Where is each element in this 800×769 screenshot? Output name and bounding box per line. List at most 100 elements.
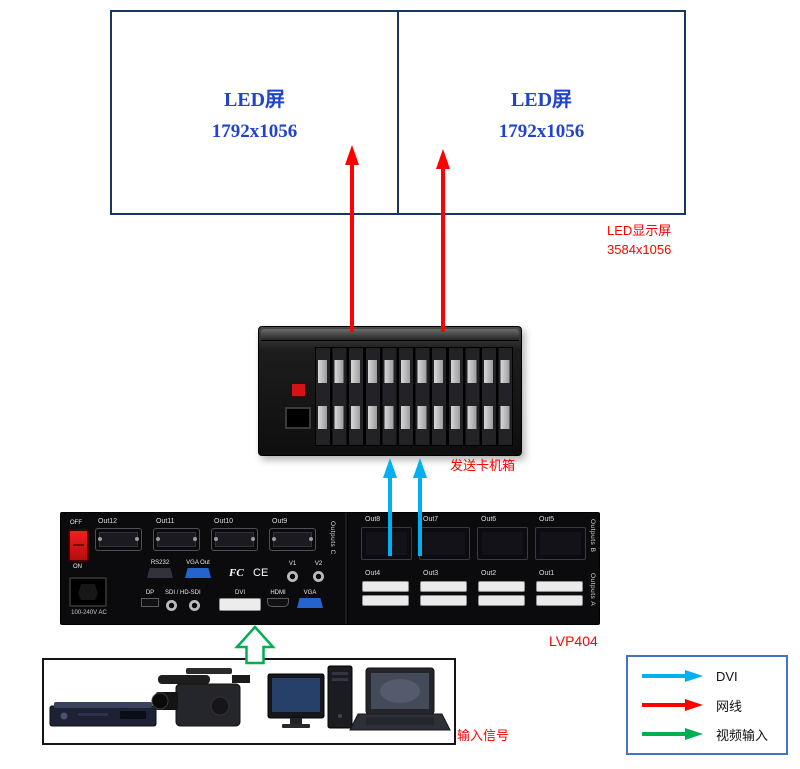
out10-label: Out10 (214, 518, 234, 525)
vga-out-label: VGA Out (186, 560, 210, 566)
blank-slot-plate (477, 527, 528, 560)
legend-label-ethernet: 网线 (716, 698, 743, 714)
dvi-connector-icon (536, 581, 583, 592)
legend-box: DVI 网线 视频输入 (626, 655, 788, 755)
output-port-out4: Out4 (361, 570, 415, 622)
led-panel-divider (397, 12, 399, 213)
output-port-out12: Out12 (95, 518, 147, 560)
legend-item-video-input: 视频输入 (640, 724, 786, 744)
chassis-card-slots (315, 347, 513, 446)
dvi-connector-icon (219, 598, 261, 611)
out7-label: Out7 (423, 516, 439, 523)
dvi-connector-icon (362, 595, 409, 606)
led-panel-left: LED屏 1792x1056 (112, 12, 397, 213)
ce-mark: CE (253, 567, 269, 579)
dvi-connector-icon (478, 581, 525, 592)
video-input-arrow-head (685, 728, 703, 740)
out5-label: Out5 (539, 516, 555, 523)
camcorder-image (151, 668, 250, 727)
led-display-note-line2: 3584x1056 (607, 242, 672, 257)
led-panel-right-title: LED屏 (510, 88, 573, 111)
dvi-connector-icon (420, 595, 467, 606)
led-display-note-line1: LED显示屏 (607, 223, 672, 238)
outputs-c-section-label: Outputs C (329, 521, 336, 555)
power-rating-label: 100-240V AC (71, 610, 107, 616)
v2-port: V2 (313, 561, 324, 587)
out9-label: Out9 (272, 518, 288, 525)
led-display-note: LED显示屏 3584x1056 (607, 221, 671, 259)
output-port-out6: Out6 (477, 516, 531, 566)
out6-label: Out6 (481, 516, 497, 523)
dvi-connector-stack (362, 581, 409, 609)
power-on-label: ON (73, 564, 82, 570)
out3-label: Out3 (423, 570, 439, 577)
output-port-out9: Out9 (269, 518, 321, 560)
dvi-in-port: DVI (219, 590, 261, 611)
db9-connector-icon (147, 568, 173, 578)
hdmi-port: HDMI (267, 590, 289, 607)
v1-port: V1 (287, 561, 298, 587)
lvp-power-switch (68, 529, 89, 562)
bnc-connector-icon (313, 571, 324, 582)
output-port-out1: Out1 (535, 570, 589, 622)
chassis-power-switch (291, 383, 306, 397)
out1-label: Out1 (539, 570, 555, 577)
fcc-mark: FC (229, 567, 244, 579)
sender-card-chassis (258, 326, 522, 456)
dvi-connector-icon (269, 528, 316, 551)
blank-slot-plate (419, 527, 470, 560)
chassis-power-inlet (285, 407, 311, 429)
vga-out-port: VGA Out (185, 560, 211, 578)
hdmi-connector-icon (267, 598, 289, 607)
dvi-arrow-icon (642, 670, 703, 682)
sdi-ports: SDI / HD-SDI (165, 590, 201, 616)
dp-port: DP (141, 590, 159, 607)
sdi-label: SDI / HD-SDI (165, 590, 201, 596)
output-port-out7: Out7 (419, 516, 473, 566)
v1-label: V1 (288, 561, 297, 567)
output-port-out2: Out2 (477, 570, 531, 622)
bnc-connector-icon (287, 571, 298, 582)
dvi-connector-icon (536, 595, 583, 606)
legend-item-dvi: DVI (640, 666, 786, 686)
dvi-in-label: DVI (234, 590, 245, 596)
dp-label: DP (145, 590, 155, 596)
output-port-out10: Out10 (211, 518, 263, 560)
bnc-connector-icon (189, 600, 201, 611)
chassis-lid (261, 329, 519, 341)
out12-label: Out12 (98, 518, 118, 525)
sender-box-note: 发送卡机箱 (450, 458, 516, 473)
out4-label: Out4 (365, 570, 381, 577)
input-signal-note: 输入信号 (457, 728, 510, 743)
rs232-port: RS232 (147, 560, 173, 578)
led-panel-left-resolution: 1792x1056 (211, 120, 298, 142)
input-devices-illustration (49, 665, 451, 731)
dvi-connector-icon (95, 528, 142, 551)
led-panel-right-resolution: 1792x1056 (498, 120, 585, 142)
vga-connector-icon (297, 598, 323, 608)
led-display-box: LED屏 1792x1056 LED屏 1792x1056 (110, 10, 686, 215)
outputs-a-section-label: Outputs A (589, 573, 596, 607)
lvp404-panel: OFF ON 100-240V AC Out12 Out11 Out10 Out… (60, 512, 600, 625)
chassis-connector-row-bottom (318, 406, 512, 429)
dvd-player-image (49, 702, 157, 727)
ethernet-arrow-head (685, 699, 703, 711)
dvi-arrow-head (685, 670, 703, 682)
blank-slot-plate (535, 527, 586, 560)
out2-label: Out2 (481, 570, 497, 577)
out11-label: Out11 (156, 518, 175, 525)
led-panel-right: LED屏 1792x1056 (399, 12, 684, 213)
dvi-connector-icon (362, 581, 409, 592)
legend-item-ethernet: 网线 (640, 695, 786, 715)
v2-label: V2 (314, 561, 323, 567)
led-panel-left-title: LED屏 (223, 88, 286, 111)
vga-in-port: VGA (297, 590, 323, 608)
bnc-connector-icon (165, 600, 177, 611)
power-off-label: OFF (70, 520, 82, 526)
hdmi-label: HDMI (270, 590, 286, 596)
dp-connector-icon (141, 598, 159, 607)
dvi-connector-stack (420, 581, 467, 609)
output-port-out3: Out3 (419, 570, 473, 622)
rs232-label: RS232 (150, 560, 170, 566)
